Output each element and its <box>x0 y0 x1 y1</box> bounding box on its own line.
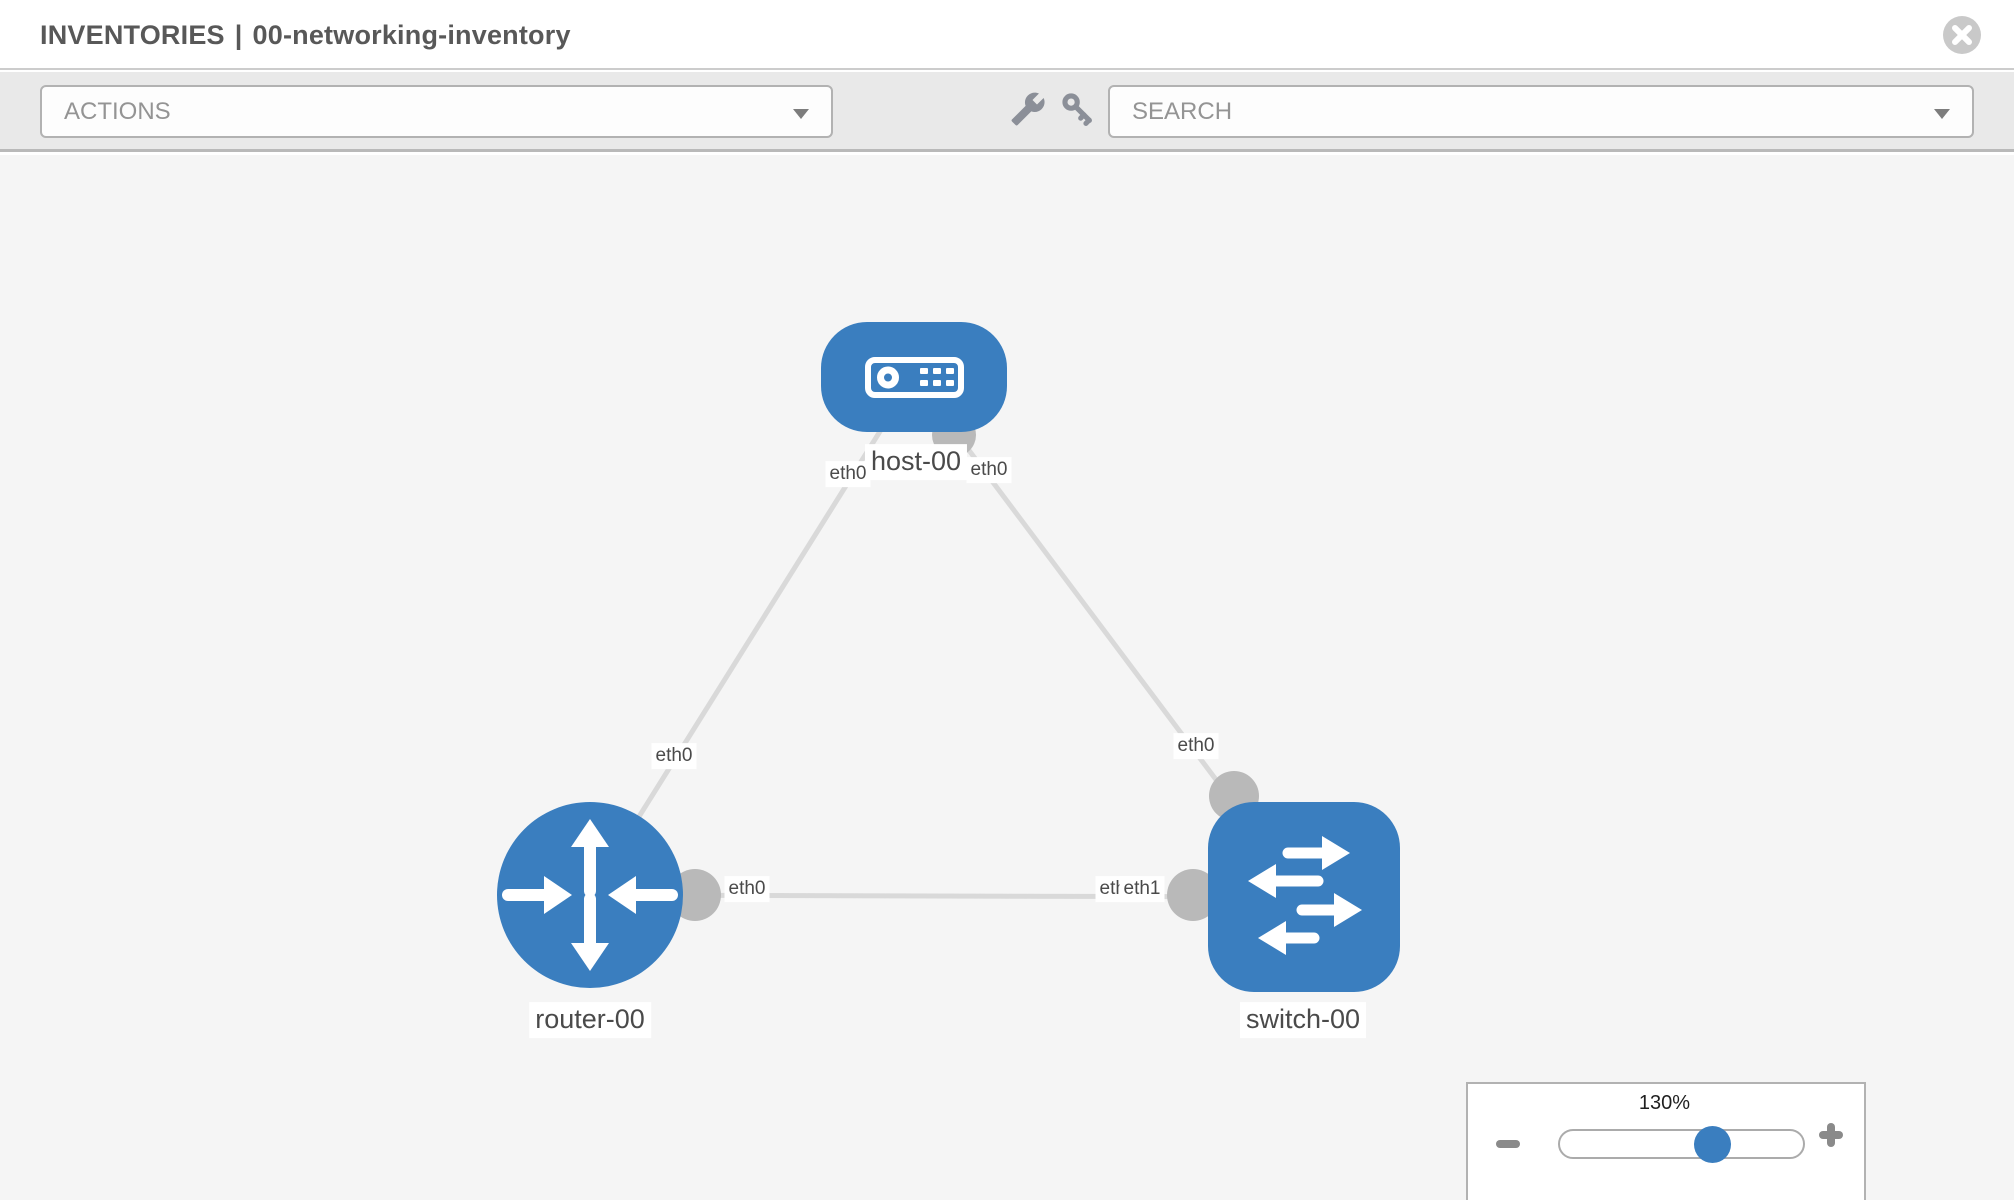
breadcrumb-inventory-name: 00-networking-inventory <box>252 20 571 50</box>
search-dropdown[interactable]: SEARCH <box>1108 85 1974 138</box>
interface-label-switch-to-host: eth0 <box>1173 733 1219 759</box>
node-router-00[interactable] <box>497 802 683 988</box>
interface-label-switch-to-router: eth1 <box>1119 876 1165 902</box>
close-icon <box>1943 16 1981 54</box>
zoom-in-button[interactable] <box>1818 1122 1844 1148</box>
breadcrumb-separator: | <box>234 20 243 50</box>
page-title: INVENTORIES | 00-networking-inventory <box>40 0 571 70</box>
key-button[interactable] <box>1050 82 1106 138</box>
interface-label-router-to-switch: eth0 <box>724 876 770 902</box>
zoom-level-value: 130% <box>1638 1092 1691 1114</box>
router-arrows-icon <box>502 819 678 971</box>
zoom-slider[interactable] <box>1558 1126 1805 1163</box>
node-switch-00[interactable] <box>1208 802 1400 992</box>
actions-dropdown[interactable]: ACTIONS <box>40 85 833 138</box>
topology-canvas[interactable]: host-00 router-00 switch-00 eth0 eth0 et… <box>0 155 2014 1200</box>
header: INVENTORIES | 00-networking-inventory <box>0 0 2014 70</box>
actions-dropdown-label: ACTIONS <box>64 97 171 125</box>
node-label-host[interactable]: host-00 <box>864 444 968 480</box>
zoom-panel: 130% <box>1466 1082 1866 1200</box>
interface-label-host-to-switch: eth0 <box>966 457 1012 483</box>
close-button[interactable] <box>1942 15 1982 55</box>
server-icon <box>865 357 964 398</box>
interface-label-host-to-router: eth0 <box>825 461 871 487</box>
node-host-00[interactable] <box>821 322 1007 432</box>
zoom-slider-thumb[interactable] <box>1694 1126 1731 1163</box>
node-label-router[interactable]: router-00 <box>529 1002 651 1038</box>
chevron-down-icon <box>1934 109 1950 119</box>
switch-arrows-icon <box>1248 836 1362 955</box>
breadcrumb-section: INVENTORIES <box>40 20 225 50</box>
wrench-button[interactable] <box>1000 82 1056 138</box>
wrench-icon <box>1011 92 1045 125</box>
zoom-out-button[interactable] <box>1495 1131 1521 1157</box>
interface-label-router-to-host: eth0 <box>651 743 697 769</box>
chevron-down-icon <box>793 109 809 119</box>
topology-svg <box>497 322 1400 992</box>
minus-icon <box>1496 1140 1520 1148</box>
node-label-switch[interactable]: switch-00 <box>1239 1002 1367 1038</box>
search-dropdown-label: SEARCH <box>1132 97 1233 125</box>
key-icon <box>1062 92 1092 126</box>
connection-point-switch-router <box>1167 869 1219 921</box>
toolbar: ACTIONS SEARCH <box>0 72 2014 152</box>
